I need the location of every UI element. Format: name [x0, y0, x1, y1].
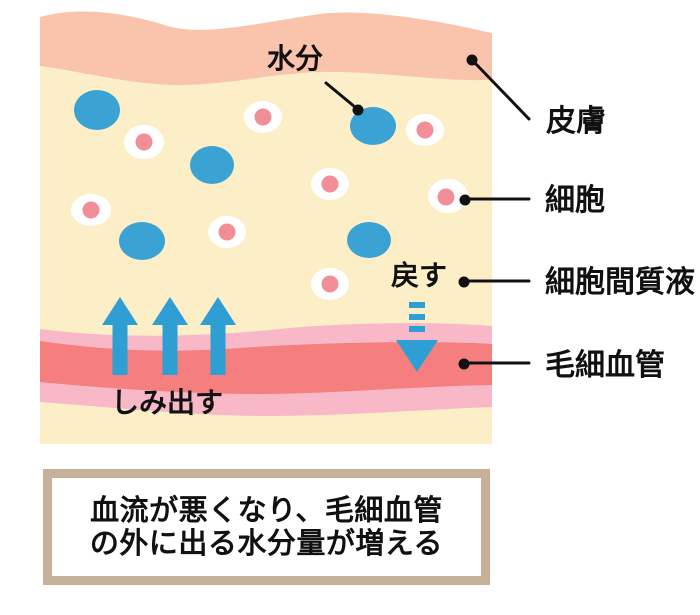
water-droplets — [74, 90, 396, 260]
water-droplet — [74, 90, 120, 130]
water-droplet — [119, 222, 165, 260]
label-capillary: 毛細血管 — [545, 348, 665, 383]
up-arrow-icon — [200, 297, 236, 375]
cell — [71, 194, 111, 226]
leader-cell — [459, 194, 531, 206]
water-droplet — [190, 146, 234, 184]
cell — [311, 268, 349, 300]
up-arrow-icon — [102, 297, 138, 375]
leader-capillary — [458, 358, 531, 370]
caption-line-1: 血流が悪くなり、毛細血管 — [90, 493, 443, 527]
leader-skin — [466, 54, 531, 121]
return-down-arrow-icon — [396, 302, 438, 372]
up-arrow-icon — [152, 297, 188, 375]
water-droplet — [347, 222, 391, 258]
label-interstitial-fluid: 細胞間質液 — [545, 265, 695, 300]
caption-box: 血流が悪くなり、毛細血管 の外に出る水分量が増える — [43, 469, 490, 585]
cell — [428, 179, 468, 213]
cell — [208, 216, 246, 248]
caption-line-2: の外に出る水分量が増える — [89, 526, 444, 560]
label-cell: 細胞 — [545, 183, 605, 218]
capillary-inner-band — [40, 341, 492, 394]
cell — [244, 101, 282, 133]
label-return: 戻す — [391, 259, 447, 292]
cells — [71, 101, 468, 300]
cell — [311, 168, 349, 200]
leader-moisture — [324, 81, 364, 116]
cell — [406, 114, 444, 146]
leader-interstitial-fluid — [458, 276, 531, 288]
seep-out-arrows — [102, 297, 236, 375]
label-seep-out: しみ出す — [111, 386, 223, 419]
skin-layer-band — [40, 11, 492, 86]
water-droplet — [350, 107, 396, 145]
label-moisture: 水分 — [267, 42, 323, 75]
label-skin: 皮膚 — [546, 104, 606, 139]
cell — [124, 125, 164, 159]
